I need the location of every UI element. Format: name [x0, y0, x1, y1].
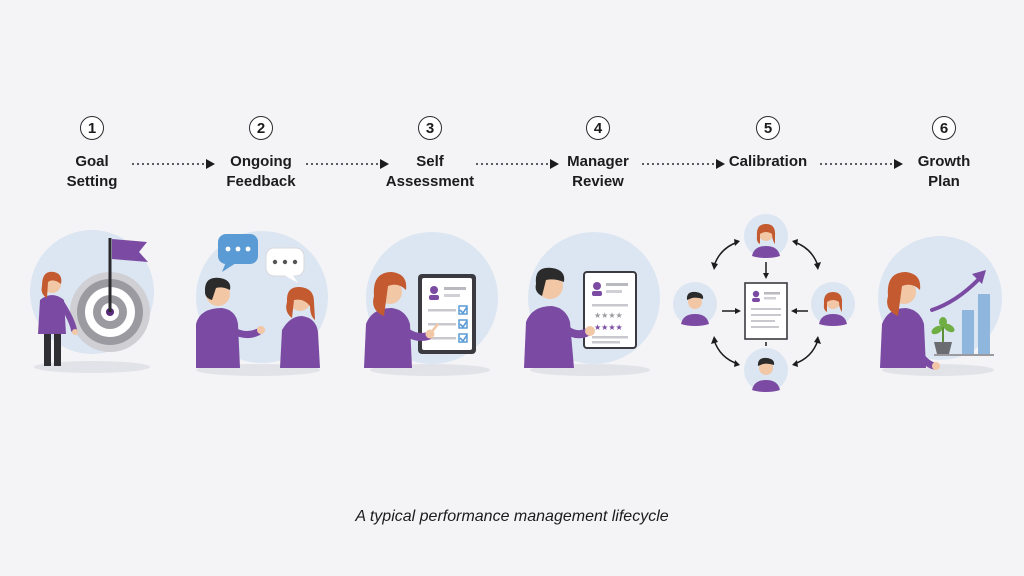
calibration-document-icon	[744, 282, 788, 340]
review-document-icon: ★★★★ ★★★★	[583, 271, 637, 349]
svg-text:★★★★: ★★★★	[594, 311, 623, 320]
person-arm	[398, 324, 432, 341]
avatar-right	[811, 282, 855, 326]
dotted-arrow-icon	[642, 159, 725, 169]
avatar-bottom	[744, 348, 788, 392]
flag-icon	[108, 238, 148, 312]
person-woman	[280, 286, 320, 368]
step-number: 4	[586, 116, 610, 140]
person-hand	[585, 326, 595, 336]
step-number: 3	[418, 116, 442, 140]
step-label: Manager Review	[567, 153, 629, 190]
figure-caption: A typical performance management lifecyc…	[355, 508, 669, 525]
speech-bubble-white-icon	[265, 247, 305, 283]
avatar-top	[744, 214, 788, 258]
step-label: Calibration	[728, 153, 808, 170]
step-self-assessment: 3 Self Assessment	[365, 116, 495, 194]
step-growth-plan: 6 Growth Plan	[879, 116, 1009, 194]
person-man	[196, 277, 265, 368]
growth-plan-illustration	[878, 236, 1002, 376]
floor-shadow	[34, 361, 150, 373]
step-number: 5	[756, 116, 780, 140]
step-number: 1	[80, 116, 104, 140]
step-label: Self Assessment	[385, 153, 475, 190]
person-woman	[364, 272, 412, 368]
ongoing-feedback-illustration	[196, 231, 328, 376]
step-label: Ongoing Feedback	[226, 153, 296, 190]
step-calibration: 5 Calibration	[703, 116, 833, 194]
arrows-icon	[711, 239, 821, 367]
svg-text:★★★★: ★★★★	[594, 323, 623, 332]
person-woman	[38, 271, 78, 366]
goal-setting-illustration	[30, 230, 154, 373]
step-manager-review: 4 Manager Review	[533, 116, 663, 194]
avatar-left	[673, 282, 717, 326]
step-ongoing-feedback: 2 Ongoing Feedback	[196, 116, 326, 194]
plant-icon	[931, 317, 955, 354]
calibration-illustration	[673, 214, 855, 392]
dotted-arrow-icon	[820, 159, 903, 169]
clipboard-checklist-icon	[418, 274, 476, 354]
person-woman	[880, 272, 940, 370]
step-label: Goal Setting	[66, 153, 118, 190]
manager-review-illustration: ★★★★ ★★★★	[524, 232, 660, 376]
dotted-arrow-icon	[306, 159, 389, 169]
dotted-arrow-icon	[132, 159, 215, 169]
bar-chart-icon	[934, 294, 994, 356]
step-number: 6	[932, 116, 956, 140]
self-assessment-illustration	[364, 232, 498, 376]
step-number: 2	[249, 116, 273, 140]
step-label: Growth Plan	[917, 153, 971, 190]
dotted-arrow-icon	[476, 159, 559, 169]
person-man	[524, 267, 574, 368]
pen-icon	[429, 323, 439, 335]
speech-bubble-blue-icon	[218, 234, 258, 272]
step-goal-setting: 1 Goal Setting	[27, 116, 157, 194]
trend-arrow-icon	[930, 270, 986, 312]
